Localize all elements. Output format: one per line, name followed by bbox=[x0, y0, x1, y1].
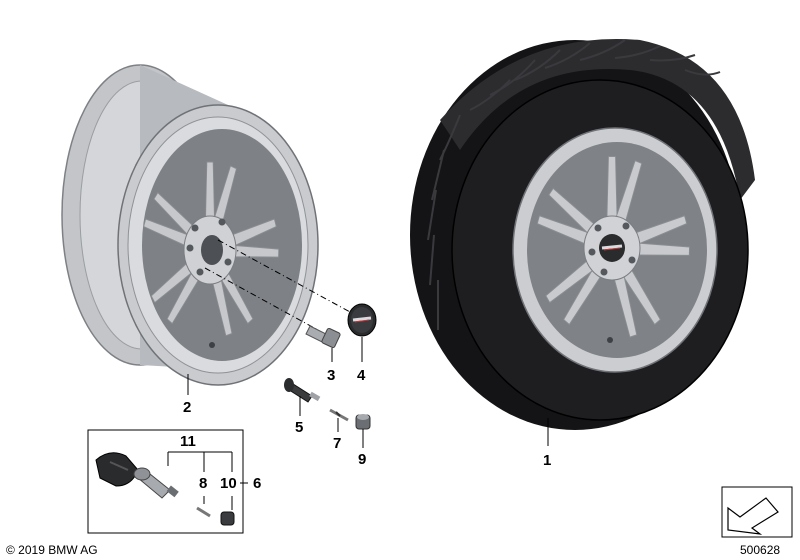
callout-1: 1 bbox=[543, 452, 551, 469]
orientation-arrow-icon bbox=[727, 497, 779, 535]
tpms-valve-insert-part-8[interactable] bbox=[196, 506, 211, 518]
tpms-kit-box bbox=[87, 429, 248, 534]
rim-bolt-hole bbox=[186, 244, 194, 252]
callout-11: 11 bbox=[180, 433, 196, 450]
tpms-valve-stem[interactable] bbox=[133, 467, 179, 499]
diagram-number: 500628 bbox=[740, 543, 780, 557]
tire-tread-pattern bbox=[427, 39, 721, 331]
valve-insert-part-7[interactable] bbox=[329, 408, 349, 422]
callout-3: 3 bbox=[327, 367, 335, 384]
tpms-valve-cap-part-10[interactable] bbox=[220, 511, 235, 526]
callout-2: 2 bbox=[183, 399, 191, 416]
tpms-box-frame bbox=[87, 429, 244, 534]
rim-part-2[interactable] bbox=[61, 64, 319, 386]
rim-bolt-hole bbox=[191, 224, 199, 232]
rim-bolt-hole bbox=[218, 218, 226, 226]
callout-4: 4 bbox=[357, 367, 366, 384]
callout-8: 8 bbox=[199, 475, 207, 492]
callout-5: 5 bbox=[295, 419, 303, 436]
callout-6: 6 bbox=[253, 475, 261, 492]
orientation-arrow-box bbox=[721, 486, 793, 538]
callout-9: 9 bbox=[358, 451, 366, 468]
callout-7: 7 bbox=[333, 435, 341, 452]
rim-bolt-hole bbox=[196, 268, 204, 276]
center-cap-part-4[interactable] bbox=[347, 303, 377, 337]
rim-valve-hole bbox=[209, 342, 215, 348]
rim-center-bore bbox=[201, 235, 223, 265]
valve-cap-part-9[interactable] bbox=[355, 414, 371, 430]
leader-dashed-bolt bbox=[204, 267, 319, 331]
valve-part-5[interactable] bbox=[284, 378, 321, 403]
wheel-bolt-part-3[interactable] bbox=[305, 325, 341, 349]
rim-bolt-hole bbox=[224, 258, 232, 266]
copyright-text: © 2019 BMW AG bbox=[6, 543, 98, 557]
complete-wheel-part-1[interactable] bbox=[410, 39, 755, 430]
tpms-sensor[interactable] bbox=[95, 452, 139, 487]
callout-10: 10 bbox=[220, 475, 237, 492]
